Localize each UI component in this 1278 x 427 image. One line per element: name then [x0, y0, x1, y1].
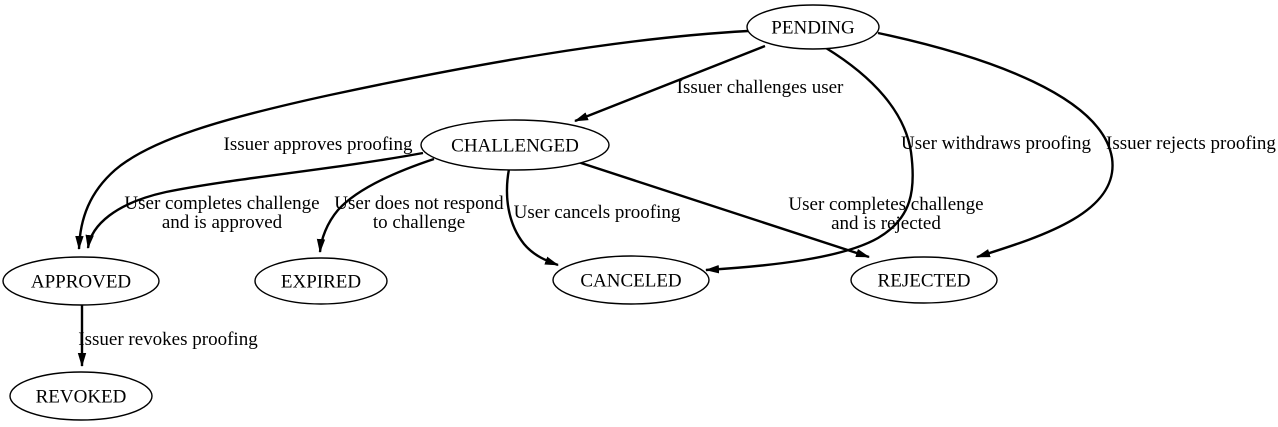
node-label-pending: PENDING: [771, 18, 855, 39]
edge-label-approved-revoked: Issuer revokes proofing: [78, 329, 258, 350]
edge-pending-canceled: [705, 46, 914, 274]
edge-challenged-expired: [316, 157, 435, 253]
edge-pending-rejected: [877, 31, 1114, 259]
node-label-approved: APPROVED: [31, 272, 131, 293]
node-label-rejected: REJECTED: [878, 271, 971, 292]
edge-label-pending-challenged: Issuer challenges user: [677, 77, 844, 98]
node-label-expired: EXPIRED: [281, 272, 361, 293]
node-expired: [254, 257, 388, 305]
edge-challenged-rejected: [577, 160, 870, 259]
edge-label-pending-canceled: User withdraws proofing: [901, 133, 1091, 154]
edge-challenged-canceled: [505, 168, 559, 267]
node-label-revoked: REVOKED: [36, 387, 127, 408]
node-approved: [2, 256, 160, 306]
edge-pending-approved: [75, 29, 749, 250]
edge-challenged-approved: [85, 151, 424, 249]
edge-label-pending-rejected: Issuer rejects proofing: [1106, 133, 1276, 154]
node-label-canceled: CANCELED: [580, 271, 681, 292]
node-challenged: [420, 119, 610, 171]
node-canceled: [552, 255, 710, 305]
node-rejected: [850, 256, 998, 304]
node-pending: [746, 4, 880, 50]
node-label-challenged: CHALLENGED: [451, 136, 579, 157]
edge-pending-challenged: [574, 44, 766, 123]
edge-label-pending-approved: Issuer approves proofing: [224, 134, 413, 155]
edge-label-challenged-canceled: User cancels proofing: [514, 202, 681, 223]
node-revoked: [9, 371, 153, 421]
